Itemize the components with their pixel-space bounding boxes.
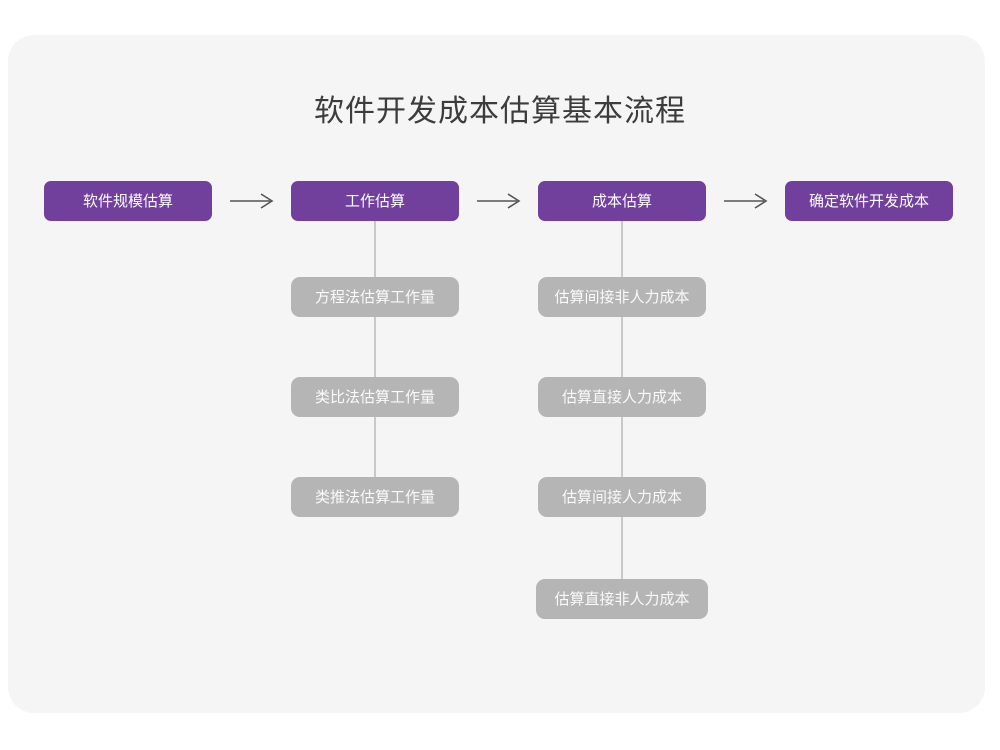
arrow-right-icon — [477, 193, 521, 209]
node-cost-estimation[interactable]: 成本估算 — [538, 181, 706, 221]
node-inference-method-effort[interactable]: 类推法估算工作量 — [291, 477, 459, 517]
node-indirect-nonlabor-cost[interactable]: 估算间接非人力成本 — [538, 277, 706, 317]
arrow-3 — [722, 189, 772, 213]
connector-cost-4 — [621, 517, 623, 580]
page-title: 软件开发成本估算基本流程 — [314, 95, 686, 128]
arrow-right-icon — [724, 193, 768, 209]
connector-work-3 — [374, 417, 376, 478]
node-indirect-labor-cost[interactable]: 估算间接人力成本 — [538, 477, 706, 517]
arrow-2 — [475, 189, 525, 213]
node-work-estimation[interactable]: 工作估算 — [291, 181, 459, 221]
connector-cost-1 — [621, 218, 623, 278]
connector-cost-3 — [621, 417, 623, 478]
node-direct-labor-cost[interactable]: 估算直接人力成本 — [538, 377, 706, 417]
node-determine-development-cost[interactable]: 确定软件开发成本 — [785, 181, 953, 221]
node-analogy-method-effort[interactable]: 类比法估算工作量 — [291, 377, 459, 417]
diagram-card — [8, 35, 985, 713]
arrow-right-icon — [230, 193, 274, 209]
connector-work-2 — [374, 317, 376, 378]
arrow-1 — [228, 189, 278, 213]
node-software-scale-estimation[interactable]: 软件规模估算 — [44, 181, 212, 221]
connector-cost-2 — [621, 317, 623, 378]
connector-work-1 — [374, 218, 376, 278]
node-equation-method-effort[interactable]: 方程法估算工作量 — [291, 277, 459, 317]
node-direct-nonlabor-cost[interactable]: 估算直接非人力成本 — [536, 579, 708, 619]
